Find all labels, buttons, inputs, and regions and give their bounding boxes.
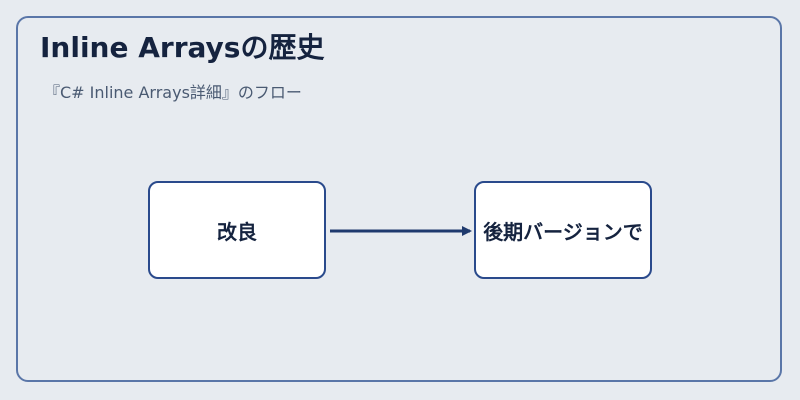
- diagram-subtitle: 『C# Inline Arrays詳細』のフロー: [44, 83, 302, 102]
- node-kouki-version-label: 後期バージョンで: [483, 219, 643, 244]
- node-kairyo-label: 改良: [217, 219, 257, 244]
- node-kouki-version: 後期バージョンで: [474, 181, 652, 279]
- diagram-frame: [16, 16, 782, 382]
- node-kairyo: 改良: [148, 181, 326, 279]
- diagram-title: Inline Arraysの歴史: [40, 31, 325, 64]
